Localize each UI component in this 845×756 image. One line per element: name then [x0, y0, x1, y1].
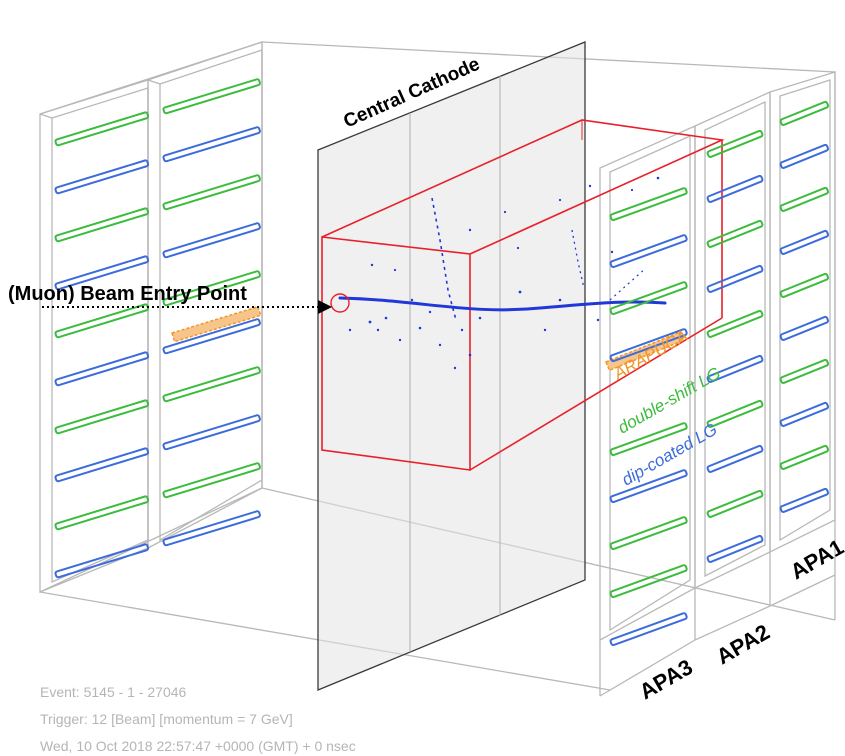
beam-entry-arrow — [42, 300, 332, 314]
double-shift-lg-bar — [779, 358, 830, 384]
pd-bars-apa1 — [779, 100, 830, 513]
dip-coated-lg-bar — [779, 487, 830, 513]
double-shift-lg-bar — [706, 129, 764, 158]
double-shift-lg-bar — [779, 272, 830, 298]
event-id-text: Event: 5145 - 1 - 27046 — [40, 684, 187, 700]
central-cathode-plane — [317, 41, 586, 691]
double-shift-lg-bar — [609, 422, 688, 457]
beam-entry-label: (Muon) Beam Entry Point — [8, 283, 247, 305]
pd-bars-left-outer — [54, 111, 150, 579]
dip-coated-lg-bar — [609, 328, 688, 363]
dip-coated-lg-bar — [706, 444, 764, 473]
double-shift-lg-bar — [54, 111, 150, 147]
double-shift-lg-bar — [706, 489, 764, 518]
dip-coated-lg-bar — [779, 229, 830, 255]
trigger-text: Trigger: 12 [Beam] [momentum = 7 GeV] — [40, 711, 293, 727]
cathode-inner-lines — [409, 76, 501, 652]
double-shift-lg-bar — [54, 399, 150, 435]
double-shift-lg-bar — [706, 219, 764, 248]
double-shift-lg-bar — [162, 78, 261, 115]
dip-coated-lg-bar — [609, 612, 688, 647]
dip-coated-lg-bar — [779, 401, 830, 427]
dip-coated-lg-bar — [54, 255, 150, 291]
double-shift-lg-bar — [609, 187, 688, 222]
double-shift-lg-bar — [609, 281, 688, 316]
double-shift-lg-bar — [609, 516, 688, 551]
pd-bars-left-inner — [162, 78, 261, 547]
scattered-hits — [348, 176, 660, 370]
apa1-label: APA1 — [786, 534, 845, 584]
double-shift-lg-bar — [162, 462, 261, 499]
double-shift-lg-bar — [54, 495, 150, 531]
double-shift-lg-bar — [54, 303, 150, 339]
dip-coated-lg-bar — [54, 447, 150, 483]
dip-coated-lg-bar — [162, 126, 261, 163]
dip-coated-lg-bar — [779, 315, 830, 341]
apa3-label: APA3 — [635, 654, 697, 704]
double-shift-lg-bar — [779, 444, 830, 470]
muon-track — [338, 197, 667, 321]
dip-coated-lg-bar — [706, 534, 764, 563]
double-shift-lg-bar — [609, 564, 688, 599]
double-shift-lg-bar — [779, 100, 830, 126]
beam-entry-marker — [330, 293, 350, 313]
dip-coated-lg-bar — [54, 159, 150, 195]
double-shift-lg-bar — [162, 270, 261, 307]
timestamp-text: Wed, 10 Oct 2018 22:57:47 +0000 (GMT) + … — [40, 738, 356, 754]
dip-coated-lg-bar — [706, 354, 764, 383]
dip-coated-lg-bar — [54, 351, 150, 387]
double-shift-lg-bar — [54, 207, 150, 243]
pd-bars-apa3 — [609, 187, 688, 647]
double-shift-lg-bar — [162, 366, 261, 403]
arapuca-left — [171, 305, 262, 343]
double-shift-lg-bar — [706, 399, 764, 428]
dip-coated-lg-bar — [609, 234, 688, 269]
double-shift-lg-bar — [779, 186, 830, 212]
pd-bars-apa2 — [706, 129, 764, 563]
dip-coated-lg-bar — [162, 510, 261, 547]
dip-coated-lg-bar — [706, 174, 764, 203]
dip-coated-lg-bar — [162, 222, 261, 259]
dip-coated-lg-bar — [609, 469, 688, 504]
dip-coated-lg-bar — [706, 264, 764, 293]
dip-coated-lg-bar — [54, 543, 150, 579]
double-shift-lg-bar — [162, 174, 261, 211]
apa2-label: APA2 — [712, 619, 774, 669]
dip-coated-lg-bar — [779, 143, 830, 169]
dip-coated-lg-bar — [162, 318, 261, 355]
dip-coated-lg-bar — [162, 414, 261, 451]
double-shift-lg-bar — [706, 309, 764, 338]
